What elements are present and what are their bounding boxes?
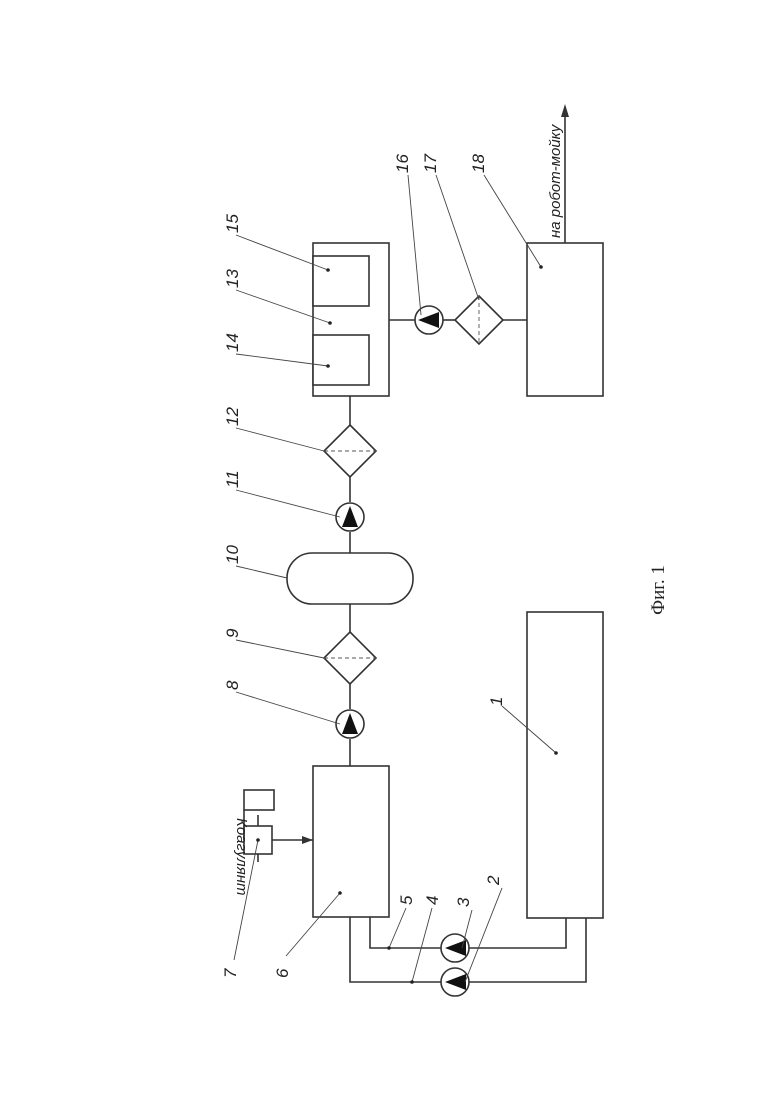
callout-7: 7 xyxy=(221,968,240,978)
callout-14: 14 xyxy=(223,333,242,352)
callout-1: 1 xyxy=(487,697,506,706)
callout-15: 15 xyxy=(223,214,242,233)
tank-6 xyxy=(313,766,389,917)
tank-1 xyxy=(527,612,603,918)
receiver-10 xyxy=(287,553,413,604)
callout-5: 5 xyxy=(397,895,416,905)
coagulant-label: Коагулянт xyxy=(233,818,250,895)
callout-6: 6 xyxy=(273,968,292,978)
figure-caption: Фиг. 1 xyxy=(648,565,669,615)
callout-17: 17 xyxy=(421,154,440,173)
filter-9 xyxy=(324,632,376,684)
doser-to-tank6-arrowhead xyxy=(302,836,313,844)
chamber-15 xyxy=(313,256,369,306)
output-arrowhead xyxy=(561,104,569,117)
callout-16: 16 xyxy=(393,154,412,173)
callout-9: 9 xyxy=(223,628,242,638)
callout-8: 8 xyxy=(223,680,242,690)
callout-11: 11 xyxy=(223,470,242,488)
tank-18 xyxy=(527,243,603,396)
to-robot-wash-label: на робот-мойку xyxy=(547,123,564,238)
pump-16 xyxy=(415,306,443,334)
filter-12 xyxy=(324,425,376,477)
callout-13: 13 xyxy=(223,269,242,288)
callout-12: 12 xyxy=(223,407,242,426)
pump-11 xyxy=(336,503,364,531)
callout-10: 10 xyxy=(223,545,242,564)
chamber-14 xyxy=(313,335,369,385)
control-box xyxy=(244,790,274,810)
callout-4: 4 xyxy=(423,896,442,905)
pump-8 xyxy=(336,710,364,738)
callout-18: 18 xyxy=(469,154,488,173)
pump-2 xyxy=(441,968,469,996)
filter-17 xyxy=(455,296,503,344)
callout-3: 3 xyxy=(454,897,473,907)
callout-2: 2 xyxy=(484,875,503,886)
